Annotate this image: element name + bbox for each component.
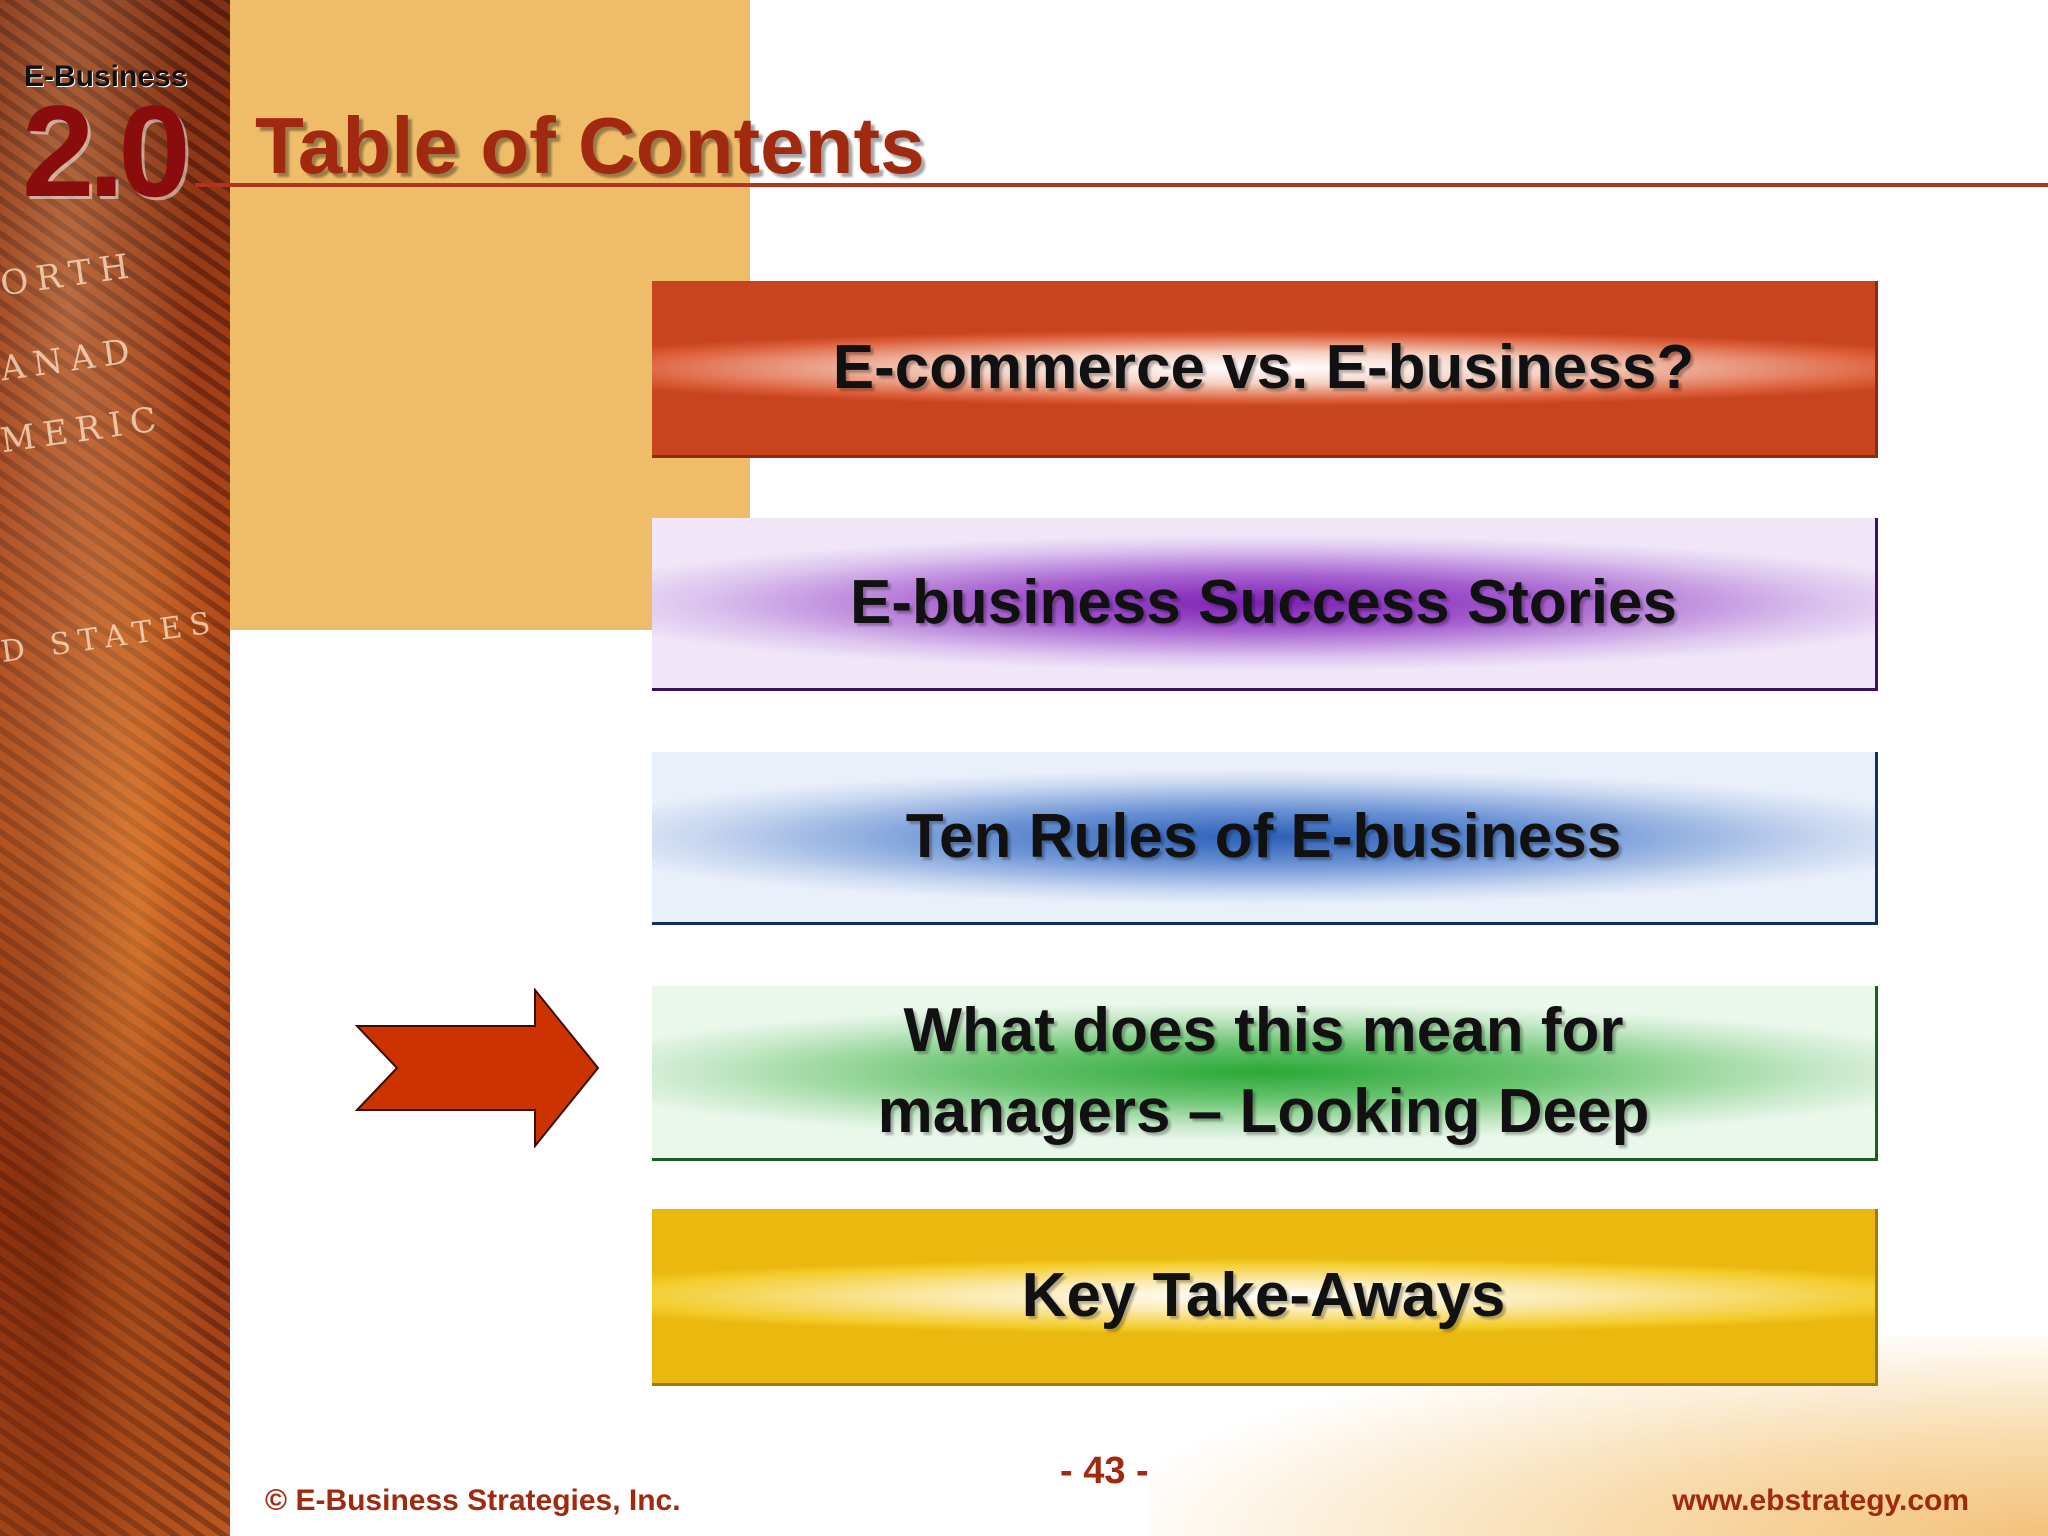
copyright-text: © E-Business Strategies, Inc. <box>265 1484 681 1517</box>
page-title: Table of Contents <box>255 101 925 190</box>
page-number: - 43 - <box>1060 1450 1149 1492</box>
strip-word: ANAD <box>0 330 141 390</box>
logo-version: 2.0 <box>22 78 191 224</box>
strip-word: ORTH <box>0 245 140 305</box>
decorative-map-strip: ORTH ANAD MERIC D STATES <box>0 0 230 1536</box>
strip-word: D STATES <box>0 604 221 671</box>
toc-item-label: Key Take-Aways <box>1021 1260 1506 1330</box>
strip-word: MERIC <box>0 398 167 462</box>
toc-item-ecommerce-vs-ebusiness[interactable]: E-commerce vs. E-business? <box>652 281 1878 458</box>
toc-item-ten-rules[interactable]: Ten Rules of E-business <box>652 752 1878 925</box>
toc-item-label: What does this mean for managers – Looki… <box>877 996 1650 1146</box>
toc-item-success-stories[interactable]: E-business Success Stories <box>652 518 1878 691</box>
toc-item-label: E-business Success Stories <box>849 567 1678 637</box>
toc-item-label: E-commerce vs. E-business? <box>832 332 1695 402</box>
title-divider <box>195 183 2048 187</box>
website-link[interactable]: www.ebstrategy.com <box>1672 1484 1969 1517</box>
toc-item-key-takeaways[interactable]: Key Take-Aways <box>652 1209 1878 1386</box>
toc-item-label: Ten Rules of E-business <box>905 801 1622 871</box>
logo-text: E-Business <box>24 60 188 93</box>
right-arrow-icon <box>355 988 600 1148</box>
toc-item-looking-deep[interactable]: What does this mean for managers – Looki… <box>652 986 1878 1161</box>
